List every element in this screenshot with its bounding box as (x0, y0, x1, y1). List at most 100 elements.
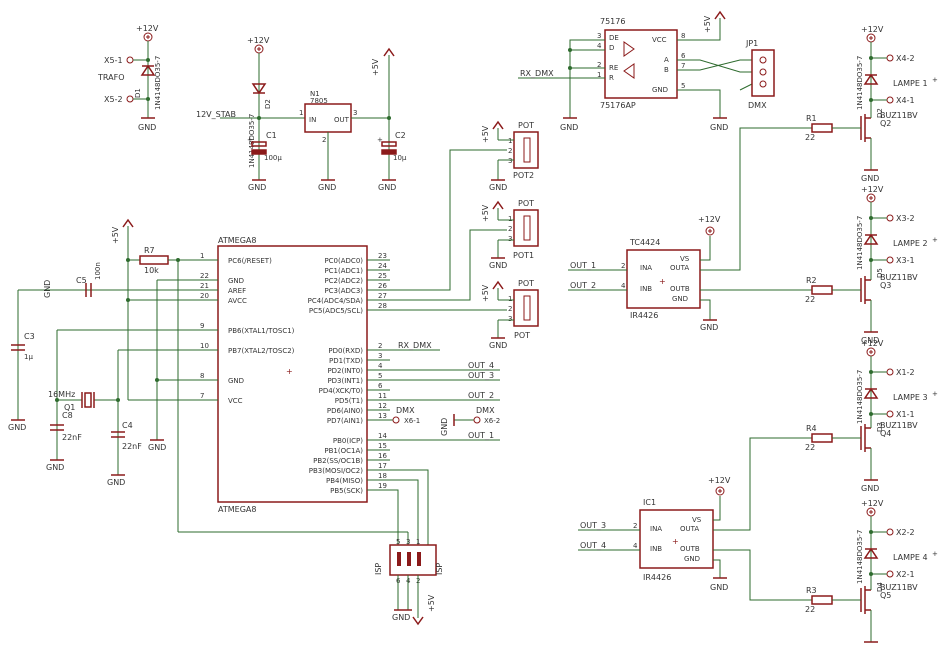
driver1-gnd: GND (672, 295, 688, 303)
driver1-pin4: 4 (621, 282, 626, 290)
rs485-gnd: GND (652, 86, 668, 94)
mcu-pin-name: GND (228, 377, 244, 385)
mcu-pin-name: PD3(INT1) (327, 377, 363, 385)
rs485-75176 (604, 29, 678, 99)
mcu-left-pins: 1PC6(/RESET)22GND21AREF20AVCC9PB6(XTAL1/… (196, 252, 295, 405)
isp-header (389, 544, 437, 576)
pot0-pin1: 1 (508, 295, 512, 303)
diode-d1-ref: D1 (134, 88, 142, 98)
c8-value: 22nF (62, 433, 82, 442)
lamp-terminal-bottom[interactable] (886, 96, 894, 104)
pot1-gnd: GND (489, 261, 507, 270)
mcu-pin-number: 4 (378, 362, 383, 370)
terminal-x6-2[interactable] (473, 416, 481, 424)
lamp-diode (863, 233, 879, 245)
lamp-diode-part: 1N4148DO35-7 (856, 56, 864, 110)
lamp-terminal-top-label: X1-2 (896, 368, 915, 377)
mcu-pin-name: PC5(ADC5/SCL) (309, 307, 363, 315)
mcu-pin-name: GND (228, 277, 244, 285)
rs485-pin2: 2 (597, 61, 601, 69)
mcu-pin-number: 21 (200, 282, 209, 290)
lamp-resistor-value: 22 (805, 295, 815, 304)
mcu-value: ATMEGA8 (218, 505, 256, 514)
mcu-atmega8: ATMEGA8 ATMEGA8 + 1PC6(/RESET)22GND21ARE… (196, 236, 390, 514)
rs485-de: DE (609, 34, 619, 42)
terminal-x5-2[interactable] (126, 95, 134, 103)
connector-jp1[interactable] (751, 49, 775, 97)
mcu-pin-number: 20 (200, 292, 209, 300)
lamp-terminal-bottom[interactable] (886, 256, 894, 264)
mcu-pin-number: 15 (378, 442, 387, 450)
isp-pin3: 3 (406, 538, 410, 546)
x5-1-label: X5-1 (104, 56, 123, 65)
mcu-pin-number: 12 (378, 402, 387, 410)
driver2-pin2: 2 (633, 522, 637, 530)
c3-value: 1µ (24, 353, 33, 361)
c4-value: 22nF (122, 442, 142, 451)
jp1-ref: JP1 (745, 39, 758, 48)
rs485-pin7: 7 (681, 62, 685, 70)
lamp-plus: + (932, 236, 938, 244)
mcu-pin-name: PD5(T1) (335, 397, 364, 405)
mcu-right-wiring: RX_DMX OUT_4 OUT_3 OUT_2 OUT_1 DMX X6-1 … (367, 149, 507, 545)
terminal-x5-1[interactable] (126, 56, 134, 64)
gnd-label-reg: GND (318, 183, 336, 192)
rs485-pin1: 1 (597, 71, 601, 79)
lamp-terminal-top[interactable] (886, 214, 894, 222)
driver2-outa: OUTA (680, 525, 699, 533)
net-12v-stab: 12V_STAB (196, 110, 236, 119)
terminal-x6-1[interactable] (392, 416, 400, 424)
lamp-terminal-bottom[interactable] (886, 410, 894, 418)
lamp-mosfet-value: BUZ11BV (880, 111, 918, 120)
rs485-pin4: 4 (597, 42, 602, 50)
pot-1: POT POT1 1 2 3 +5V GND (481, 199, 539, 270)
rs485-section: 75176 75176AP DE D RE R VCC A B GND 3 4 … (518, 10, 775, 132)
gnd-label-c4: GND (107, 478, 125, 487)
lamp-mosfet-ref: Q5 (880, 591, 891, 600)
pot2-pin2: 2 (508, 147, 512, 155)
cap-c2 (381, 141, 397, 147)
lamp-gate-resistor (811, 285, 833, 295)
mcu-pin-number: 9 (200, 322, 204, 330)
driver2-pin4: 4 (633, 542, 638, 550)
pot0-gnd: GND (489, 341, 507, 350)
rs485-gnd2-label: GND (710, 123, 728, 132)
supply-12v-label-reg: +12V (247, 36, 270, 45)
pot2-label: POT (518, 121, 534, 130)
diode-d1-part: 1N4148DO35-7 (154, 56, 162, 110)
lamp-terminal-bottom[interactable] (886, 570, 894, 578)
lamp-terminal-bottom-label: X4-1 (896, 96, 915, 105)
pot1-pin3: 3 (508, 235, 512, 243)
mcu-pin-number: 16 (378, 452, 387, 460)
mcu-pin-number: 17 (378, 462, 387, 470)
lamp-plus: + (932, 390, 938, 398)
lamp-resistor-ref: R4 (806, 424, 817, 433)
lamp-terminal-top[interactable] (886, 54, 894, 62)
mcu-pin-number: 1 (200, 252, 204, 260)
mcu-pin-number: 23 (378, 252, 387, 260)
c1-value: 100µ (264, 154, 282, 162)
dmx-label-2: DMX (476, 406, 495, 415)
lamp-terminal-top[interactable] (886, 368, 894, 376)
mcu-pin-name: PC4(ADC4/SDA) (308, 297, 364, 305)
r7-value: 10k (144, 266, 159, 275)
dmx-label-1: DMX (396, 406, 415, 415)
lamp-plus: + (932, 76, 938, 84)
cap-c1 (251, 141, 267, 147)
rs485-re: RE (609, 64, 618, 72)
c1-ref: C1 (266, 131, 277, 140)
mcu-pin-name: PB1(OC1A) (324, 447, 363, 455)
lamp-resistor-ref: R2 (806, 276, 817, 285)
lamp-terminal-bottom-label: X1-1 (896, 410, 915, 419)
lamp-gnd-label: GND (861, 484, 879, 493)
mcu-pin-number: 13 (378, 412, 387, 420)
pot0-label: POT (518, 279, 534, 288)
supply-5v-label: +5V (371, 58, 380, 76)
rs485-pin6: 6 (681, 52, 686, 60)
lamp-diode-part: 1N4148DO35-7 (856, 216, 864, 270)
lamp-terminal-top[interactable] (886, 528, 894, 536)
pot1-ref: POT1 (513, 251, 534, 260)
mcu-pin-name: PD2(INT0) (327, 367, 363, 375)
